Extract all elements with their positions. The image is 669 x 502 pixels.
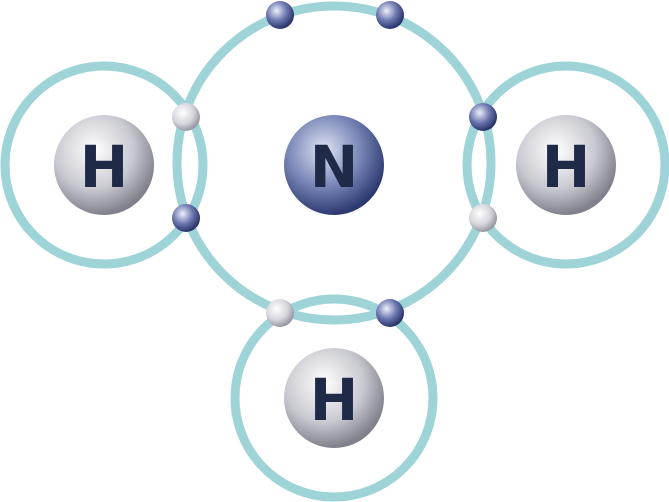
hydrogen-right-shell bbox=[462, 61, 669, 269]
hydrogen-bottom-symbol: H bbox=[310, 366, 359, 434]
nitrogen-electron bbox=[266, 1, 294, 29]
nucleus-hydrogen-bottom: H bbox=[284, 348, 384, 448]
nucleus-hydrogen-right: H bbox=[516, 115, 616, 215]
hydrogen-electron bbox=[469, 204, 497, 232]
nucleus-hydrogen-left: H bbox=[54, 115, 154, 215]
hydrogen-electron bbox=[172, 103, 200, 131]
hydrogen-left-symbol: H bbox=[80, 133, 129, 201]
hydrogen-bottom-shell bbox=[230, 294, 438, 502]
hydrogen-right-symbol: H bbox=[542, 133, 591, 201]
nitrogen-electron bbox=[172, 204, 200, 232]
nitrogen-electron bbox=[469, 103, 497, 131]
nucleus-nitrogen: N bbox=[284, 115, 384, 215]
nitrogen-electron bbox=[376, 299, 404, 327]
hydrogen-left-shell bbox=[0, 61, 208, 269]
nitrogen-valence-shell bbox=[172, 1, 496, 325]
nitrogen-symbol: N bbox=[310, 133, 359, 201]
electrons bbox=[172, 1, 497, 327]
nitrogen-electron bbox=[376, 1, 404, 29]
hydrogen-electron bbox=[266, 299, 294, 327]
